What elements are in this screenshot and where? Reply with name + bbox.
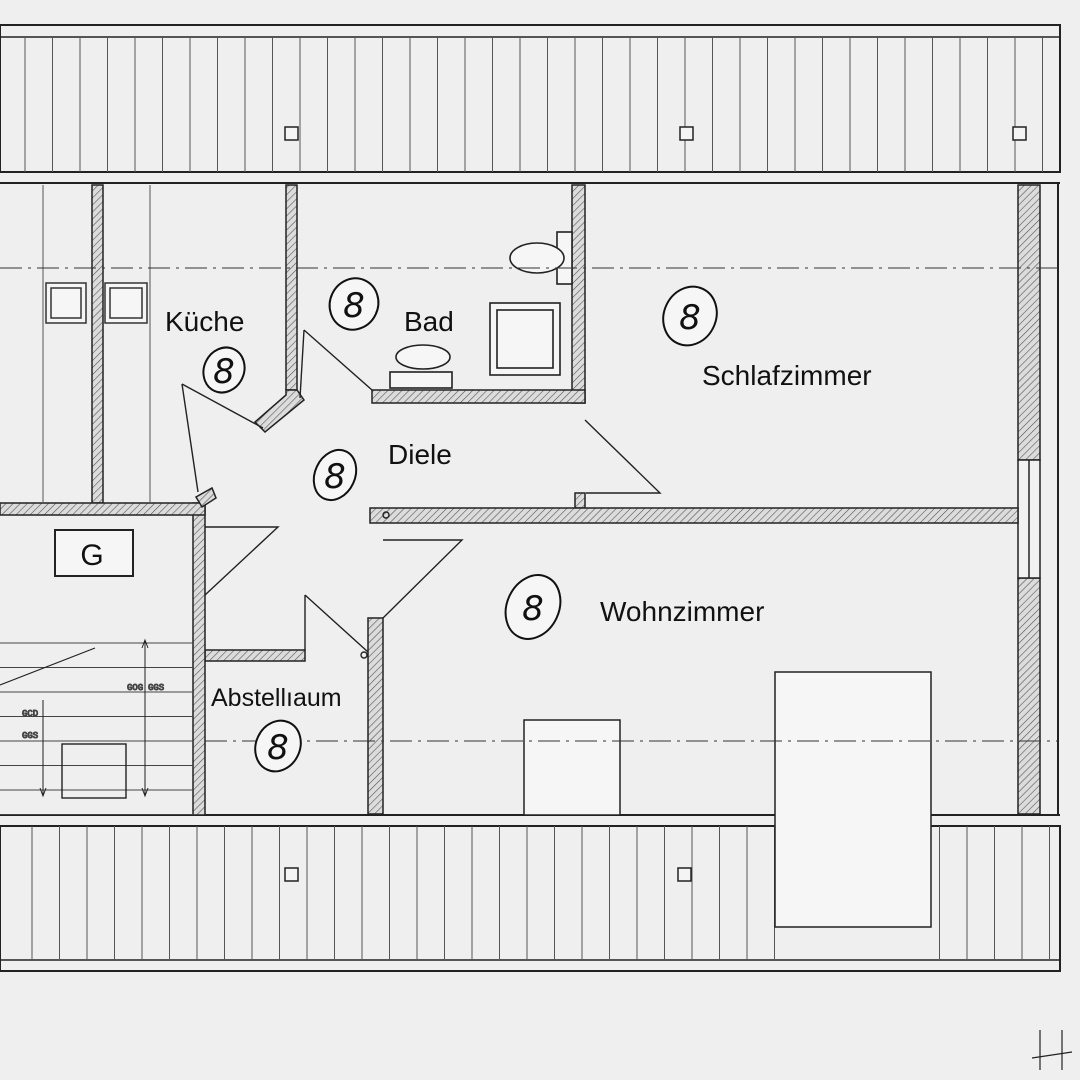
room-label-bedroom: Schlafzimmer (702, 360, 872, 391)
room-labels: Küche Bad Schlafzimmer Diele Wohnzimmer … (165, 306, 872, 712)
stair-dim-text: GGS (148, 683, 164, 693)
garage-label-text: G (80, 539, 103, 572)
room-badge-storage: 8 (254, 719, 302, 773)
center-lines (0, 267, 1058, 742)
room-badge-bath: 8 (328, 277, 380, 331)
living-furniture (523, 671, 932, 928)
room-label-kitchen: Küche (165, 306, 244, 337)
shower-tray-icon (489, 302, 561, 376)
roof-window-icon (284, 126, 299, 141)
roof-window-icon (284, 867, 299, 882)
garage-label: G (54, 529, 134, 577)
stair-dim-text: GOG (127, 683, 143, 693)
roof-window-icon (679, 126, 694, 141)
room-label-hall: Diele (388, 439, 452, 470)
bath-fixtures (389, 231, 573, 389)
svg-text:8: 8 (679, 298, 701, 338)
svg-text:8: 8 (343, 286, 365, 326)
roof-window-icon (1012, 126, 1027, 141)
room-badge-bedroom: 8 (662, 285, 718, 347)
room-badges: 8 8 8 8 8 8 (202, 277, 718, 773)
interior-walls (0, 184, 1019, 816)
room-label-bath: Bad (404, 306, 454, 337)
cabinet-icon (523, 719, 621, 816)
stair-dim-text: GGS (22, 731, 38, 741)
stair-dim-text: GCD (22, 709, 38, 719)
dormer-opening (774, 671, 932, 928)
toilet-icon (509, 242, 565, 274)
washbasin-icon (389, 371, 453, 389)
room-badge-living: 8 (504, 574, 562, 640)
right-wall (1017, 184, 1041, 815)
svg-text:8: 8 (267, 728, 289, 768)
svg-text:8: 8 (522, 589, 544, 629)
corner-mark (1031, 1030, 1073, 1070)
roof-window-icon (677, 867, 692, 882)
svg-text:8: 8 (213, 352, 235, 392)
roof-bottom (0, 825, 1061, 972)
room-label-living: Wohnzimmer (600, 596, 764, 627)
door-swings (181, 329, 662, 659)
staircase: GCD GGS GOG GGS (0, 638, 193, 815)
roof-top (0, 24, 1061, 173)
svg-text:8: 8 (324, 457, 346, 497)
room-badge-hall: 8 (312, 448, 358, 502)
room-label-storage: Abstellıaum (211, 684, 342, 712)
room-badge-kitchen: 8 (202, 346, 246, 394)
kitchen-fixtures (42, 185, 151, 503)
